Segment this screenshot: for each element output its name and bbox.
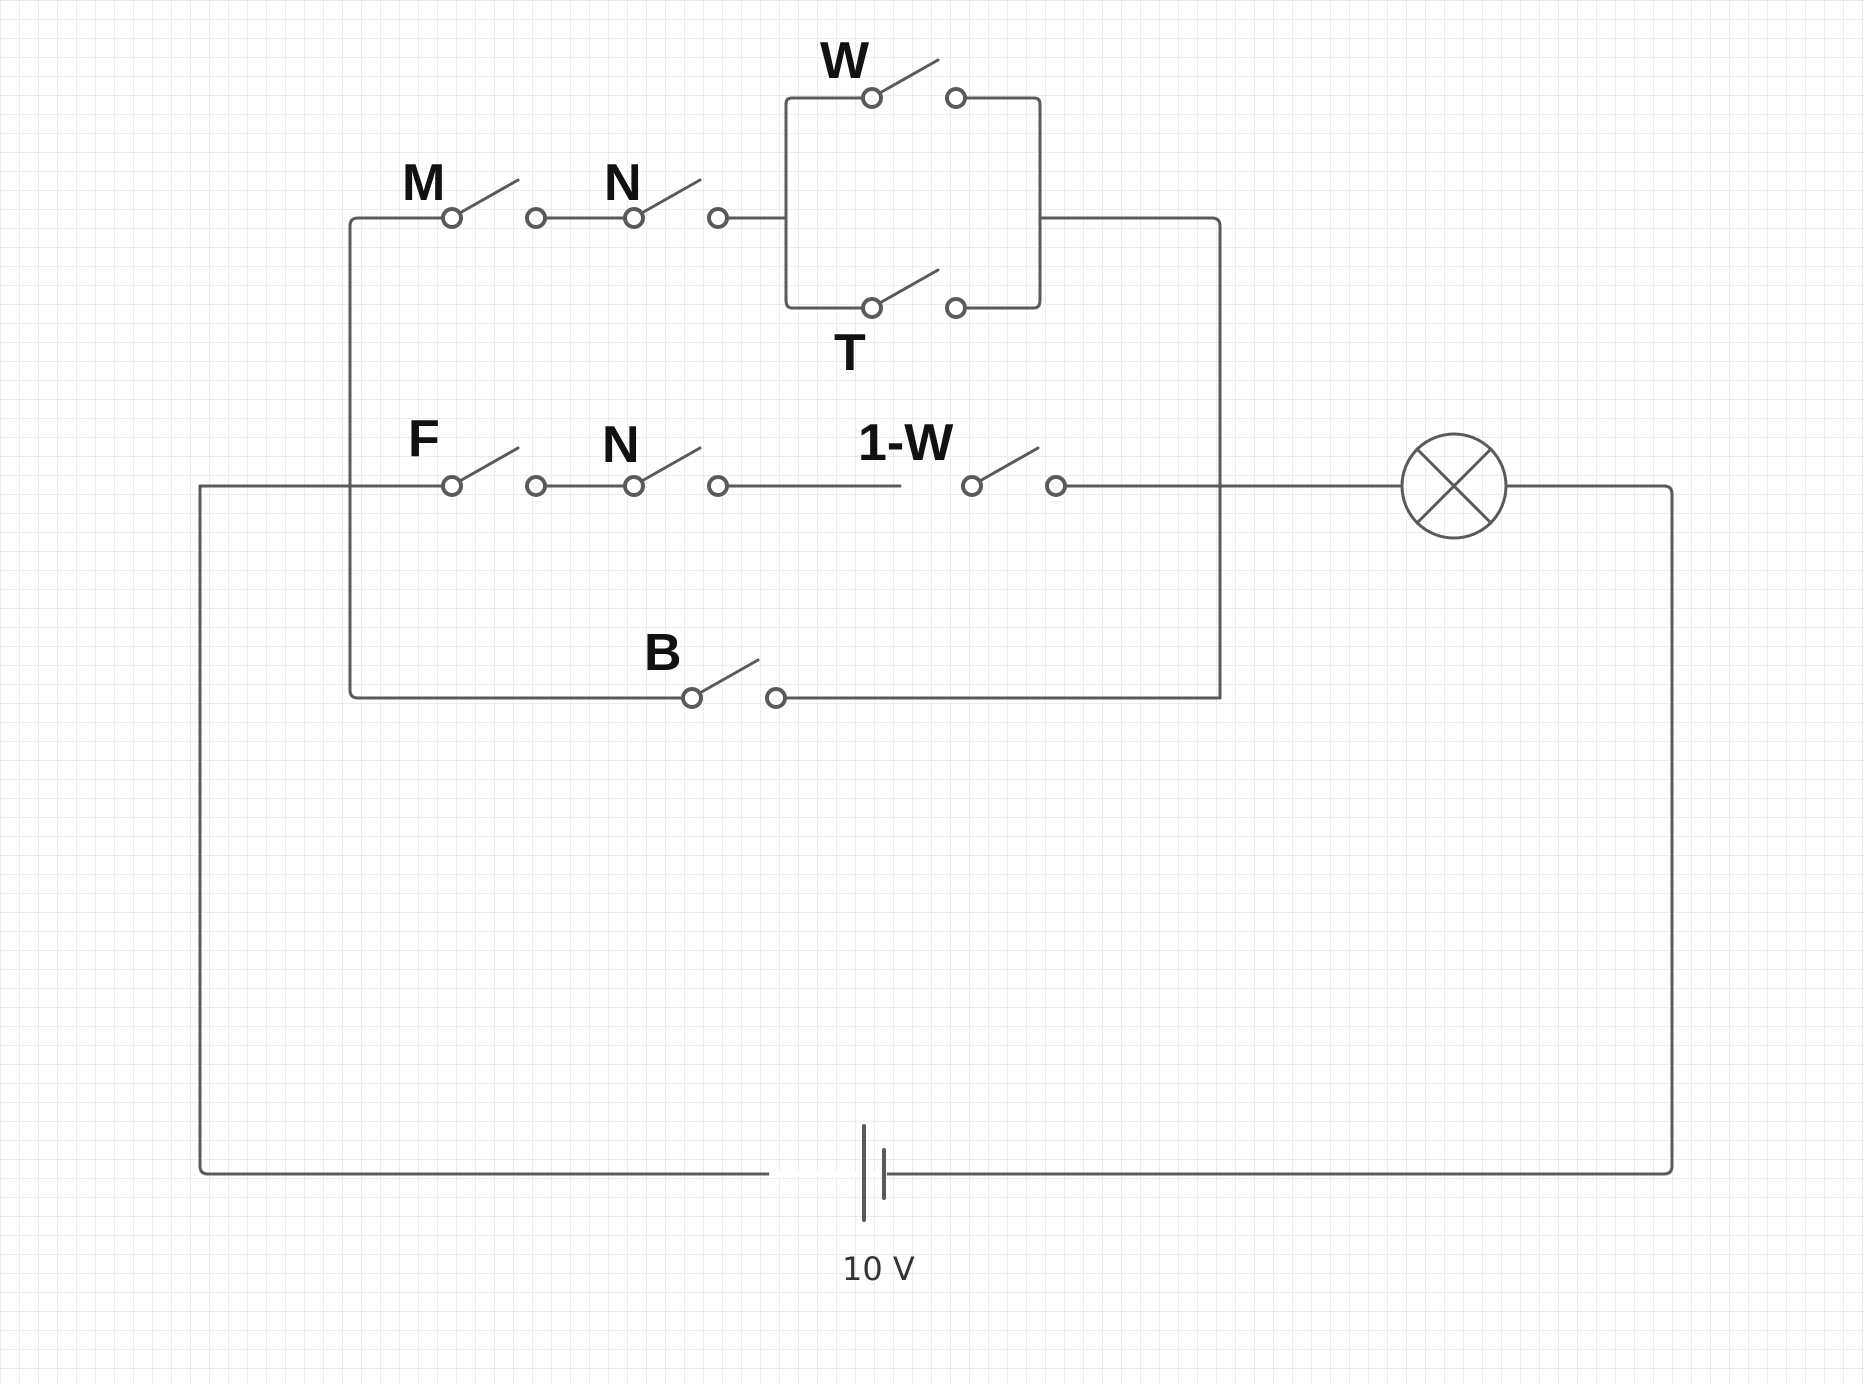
lamp-cross-b (1415, 447, 1493, 525)
left-bus-wire (348, 216, 694, 700)
lamp-outline (1400, 432, 1508, 540)
switch-blade (876, 58, 940, 96)
switch-label-n-top: N (604, 154, 642, 212)
switch-terminal-right (707, 475, 729, 497)
switch-label-w: W (820, 32, 870, 90)
switch-b (681, 658, 787, 709)
switch-label-f: F (408, 410, 440, 468)
switch-label-t: T (834, 324, 866, 382)
switch-label-n-mid: N (602, 416, 640, 474)
switch-terminal-right (525, 475, 547, 497)
switch-blade (876, 268, 940, 306)
switch-terminal-right (945, 87, 967, 109)
main-loop-wire (198, 484, 1674, 1176)
switch-label-1w: 1-W (858, 414, 954, 472)
switch-f (441, 446, 547, 497)
switch-n-top (623, 178, 729, 229)
switch-terminal-right (1045, 475, 1067, 497)
switch-blade (976, 446, 1040, 484)
switch-terminal-left (861, 87, 883, 109)
switch-terminal-right (707, 207, 729, 229)
switch-label-m: M (402, 154, 445, 212)
battery (769, 1124, 887, 1222)
switches (441, 58, 1067, 709)
labels: M N W T F N 1-W B 10 V (402, 32, 954, 1288)
switch-terminal-left (441, 475, 463, 497)
wires (198, 96, 1674, 1176)
switch-terminal-left (623, 207, 645, 229)
switch-terminal-right (945, 297, 967, 319)
switch-terminal-right (765, 687, 787, 709)
switch-terminal-left (861, 297, 883, 319)
switch-blade (456, 446, 520, 484)
switch-terminal-left (623, 475, 645, 497)
switch-w (861, 58, 967, 109)
switch-terminal-left (681, 687, 703, 709)
switch-blade (638, 446, 702, 484)
switch-terminal-left (961, 475, 983, 497)
switch-blade (456, 178, 520, 216)
lamp-icon (1400, 432, 1508, 540)
parallel-block-wire (784, 96, 1042, 310)
switch-label-b: B (644, 624, 682, 682)
switch-terminal-left (441, 207, 463, 229)
switch-blade (696, 658, 760, 696)
switch-blade (638, 178, 702, 216)
switch-m (441, 178, 547, 229)
switch-n-mid (623, 446, 729, 497)
switch-1w (961, 446, 1067, 497)
switch-terminal-right (525, 207, 547, 229)
right-bus-wire (776, 216, 1222, 700)
battery-voltage-label: 10 V (842, 1250, 915, 1288)
switch-t (861, 268, 967, 319)
